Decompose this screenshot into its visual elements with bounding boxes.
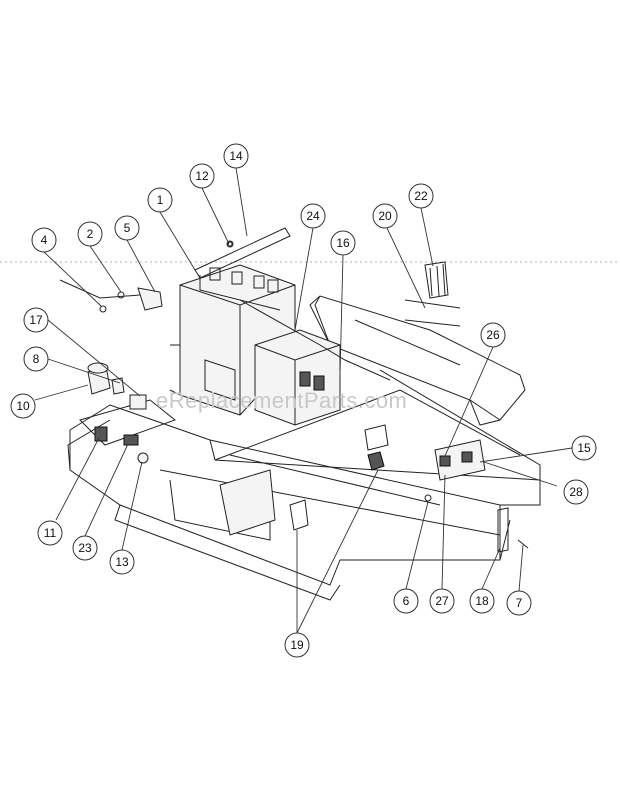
callout-label: 23 [78,541,92,555]
callout-label: 4 [41,233,48,247]
callout-label: 11 [44,526,57,540]
callout-1: 1 [147,187,173,213]
callout-6: 6 [393,588,419,614]
callout-10: 10 [10,393,36,419]
callout-14: 14 [223,143,249,169]
mounting-bracket [194,227,291,279]
callout-label: 28 [569,485,583,499]
callout-label: 22 [414,189,428,203]
side-tube-assembly [309,295,526,426]
callout-19: 19 [284,632,310,658]
callout-label: 14 [229,149,243,163]
callout-label: 17 [29,313,43,327]
callout-label: 12 [195,169,209,183]
callout-17: 17 [23,307,49,333]
callout-12: 12 [189,163,215,189]
callout-24: 24 [300,203,326,229]
callout-label: 1 [157,193,164,207]
callout-label: 26 [486,328,500,342]
seat-switch [289,424,389,531]
callout-label: 24 [306,209,320,223]
key-switch [87,362,125,395]
leader-lines [34,167,573,634]
callout-4: 4 [31,227,57,253]
callout-label: 13 [115,555,129,569]
callout-15: 15 [571,435,597,461]
callout-label: 18 [475,594,489,608]
callout-label: 6 [403,594,410,608]
callout-11: 11 [37,520,63,546]
callout-label: 2 [87,227,94,241]
callout-label: 27 [435,594,449,608]
callout-5: 5 [114,215,140,241]
callout-27: 27 [429,588,455,614]
callout-13: 13 [109,549,135,575]
switch-plate [79,394,177,464]
callout-7: 7 [506,590,532,616]
fuse-pack [404,261,461,327]
callout-23: 23 [72,535,98,561]
callout-label: 16 [336,236,350,250]
nut-hardware [117,291,125,299]
ignition-cable [59,279,391,381]
callout-2: 2 [77,221,103,247]
relay-housing [254,329,341,426]
callout-8: 8 [23,346,49,372]
callout-22: 22 [408,183,434,209]
watermark-text: eReplacementParts.com [156,388,408,413]
washer-hardware [99,305,107,313]
callout-28: 28 [563,479,589,505]
callout-label: 7 [516,596,523,610]
callout-20: 20 [372,203,398,229]
callout-26: 26 [480,322,506,348]
callout-18: 18 [469,588,495,614]
callout-label: 15 [577,441,591,455]
callout-label: 19 [290,638,304,652]
callout-label: 10 [16,399,30,413]
callout-label: 5 [124,221,131,235]
callout-16: 16 [330,230,356,256]
callout-label: 8 [33,352,40,366]
screw-hardware [227,241,233,247]
callout-label: 20 [378,209,392,223]
